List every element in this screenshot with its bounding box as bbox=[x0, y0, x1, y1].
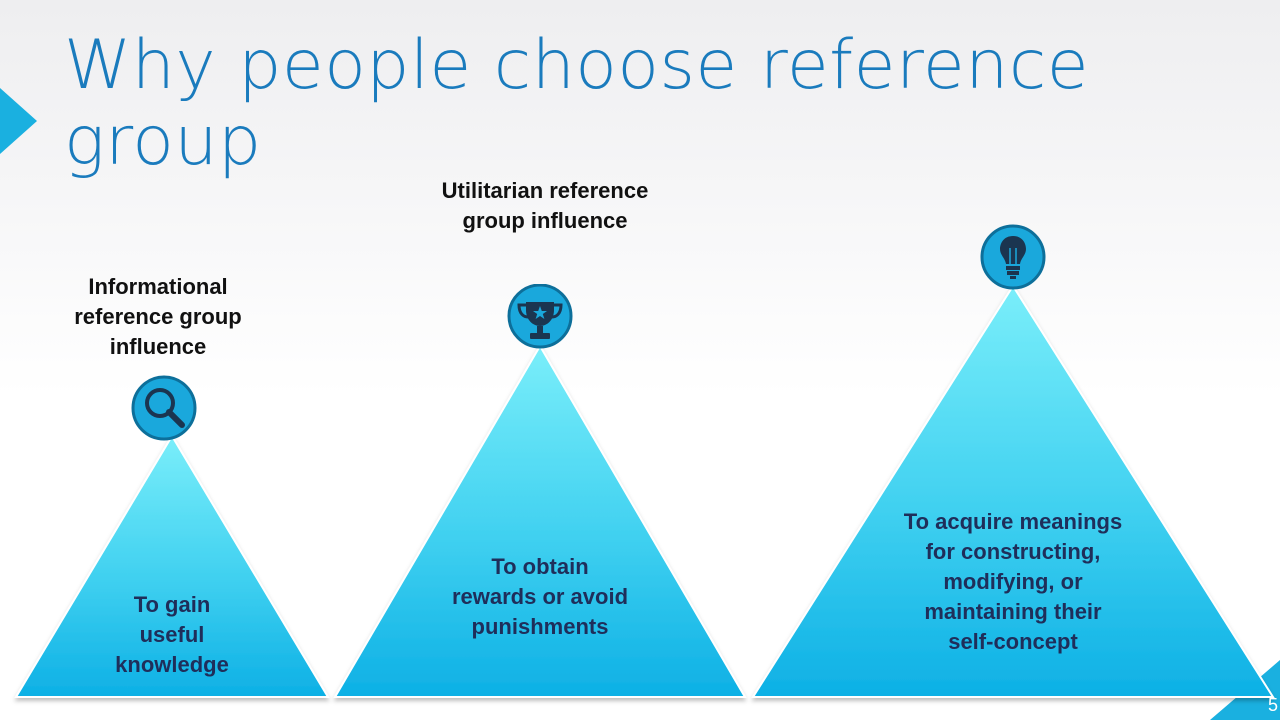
magnifier-icon bbox=[131, 375, 197, 441]
triangle-value-expressive bbox=[751, 284, 1275, 698]
text-informational: To gain useful knowledge bbox=[115, 592, 229, 677]
triangle-informational bbox=[14, 434, 330, 698]
text-utilitarian: To obtain rewards or avoid punishments bbox=[451, 554, 629, 639]
lightbulb-icon bbox=[980, 224, 1046, 290]
heading-utilitarian: Utilitarian reference group influence bbox=[441, 178, 649, 233]
heading-informational: Informational reference group influence bbox=[74, 274, 242, 359]
text-value-expressive: To acquire meanings for constructing, mo… bbox=[903, 509, 1123, 654]
trophy-icon bbox=[507, 284, 573, 349]
slide-accent-arrow bbox=[0, 88, 37, 154]
triangle-utilitarian bbox=[333, 344, 747, 698]
page-number: 5 bbox=[1267, 695, 1278, 715]
slide-title: Why people choose reference group bbox=[64, 26, 1090, 181]
